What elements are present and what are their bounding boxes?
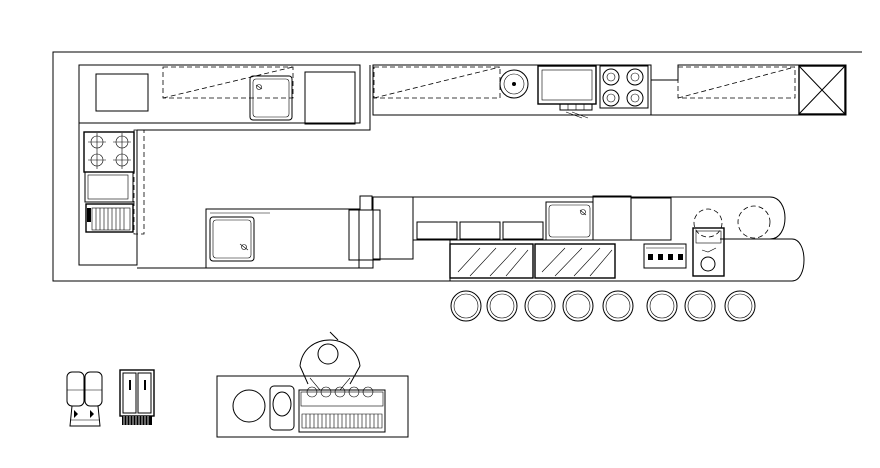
bar-stool-1 xyxy=(450,290,482,322)
person-top-view xyxy=(299,331,361,391)
back-counter-left xyxy=(78,64,371,266)
walk-in-cooler xyxy=(798,65,846,115)
outer-wall xyxy=(52,51,862,282)
display-case-1 xyxy=(449,243,534,279)
back-counter-right xyxy=(372,64,847,116)
bar-stool-8 xyxy=(724,290,756,322)
appliance-symbol-pair-dark xyxy=(119,369,155,425)
under-counter-dashed-2 xyxy=(373,66,501,99)
range-four-burner xyxy=(83,129,145,235)
work-table-top-left xyxy=(95,73,149,112)
under-counter-dashed-3 xyxy=(677,66,796,99)
service-station xyxy=(216,375,409,438)
espresso-machine xyxy=(643,243,687,269)
bar-stool-5 xyxy=(602,290,634,322)
under-counter-dashed-1 xyxy=(162,66,294,99)
bar-stools xyxy=(450,290,756,322)
wall-cabinet-2 xyxy=(459,221,501,240)
bar-refrigerator xyxy=(592,195,672,241)
island-sink xyxy=(209,216,255,262)
bar-stool-7 xyxy=(684,290,716,322)
stock-pot xyxy=(499,69,529,99)
bar-sink xyxy=(545,201,594,241)
prep-sink-top xyxy=(249,75,293,121)
hand-sink xyxy=(692,227,725,277)
grill-fryer-left xyxy=(85,203,134,233)
bar-stool-4 xyxy=(562,290,594,322)
bar-stool-3 xyxy=(524,290,556,322)
appliance-symbol-pair-white xyxy=(66,371,103,427)
fryer-top xyxy=(537,65,597,119)
oven-below-range xyxy=(84,171,134,203)
bar-stool-6 xyxy=(646,290,678,322)
bar-stool-2 xyxy=(486,290,518,322)
central-island xyxy=(137,195,414,269)
burner-pair-top xyxy=(599,65,649,109)
wall-cabinet-3 xyxy=(502,221,544,240)
wall-cabinet-1 xyxy=(416,221,458,240)
refrigerator-top xyxy=(304,71,356,125)
display-case-2 xyxy=(534,243,616,279)
dashed-stool-circles xyxy=(693,205,771,239)
